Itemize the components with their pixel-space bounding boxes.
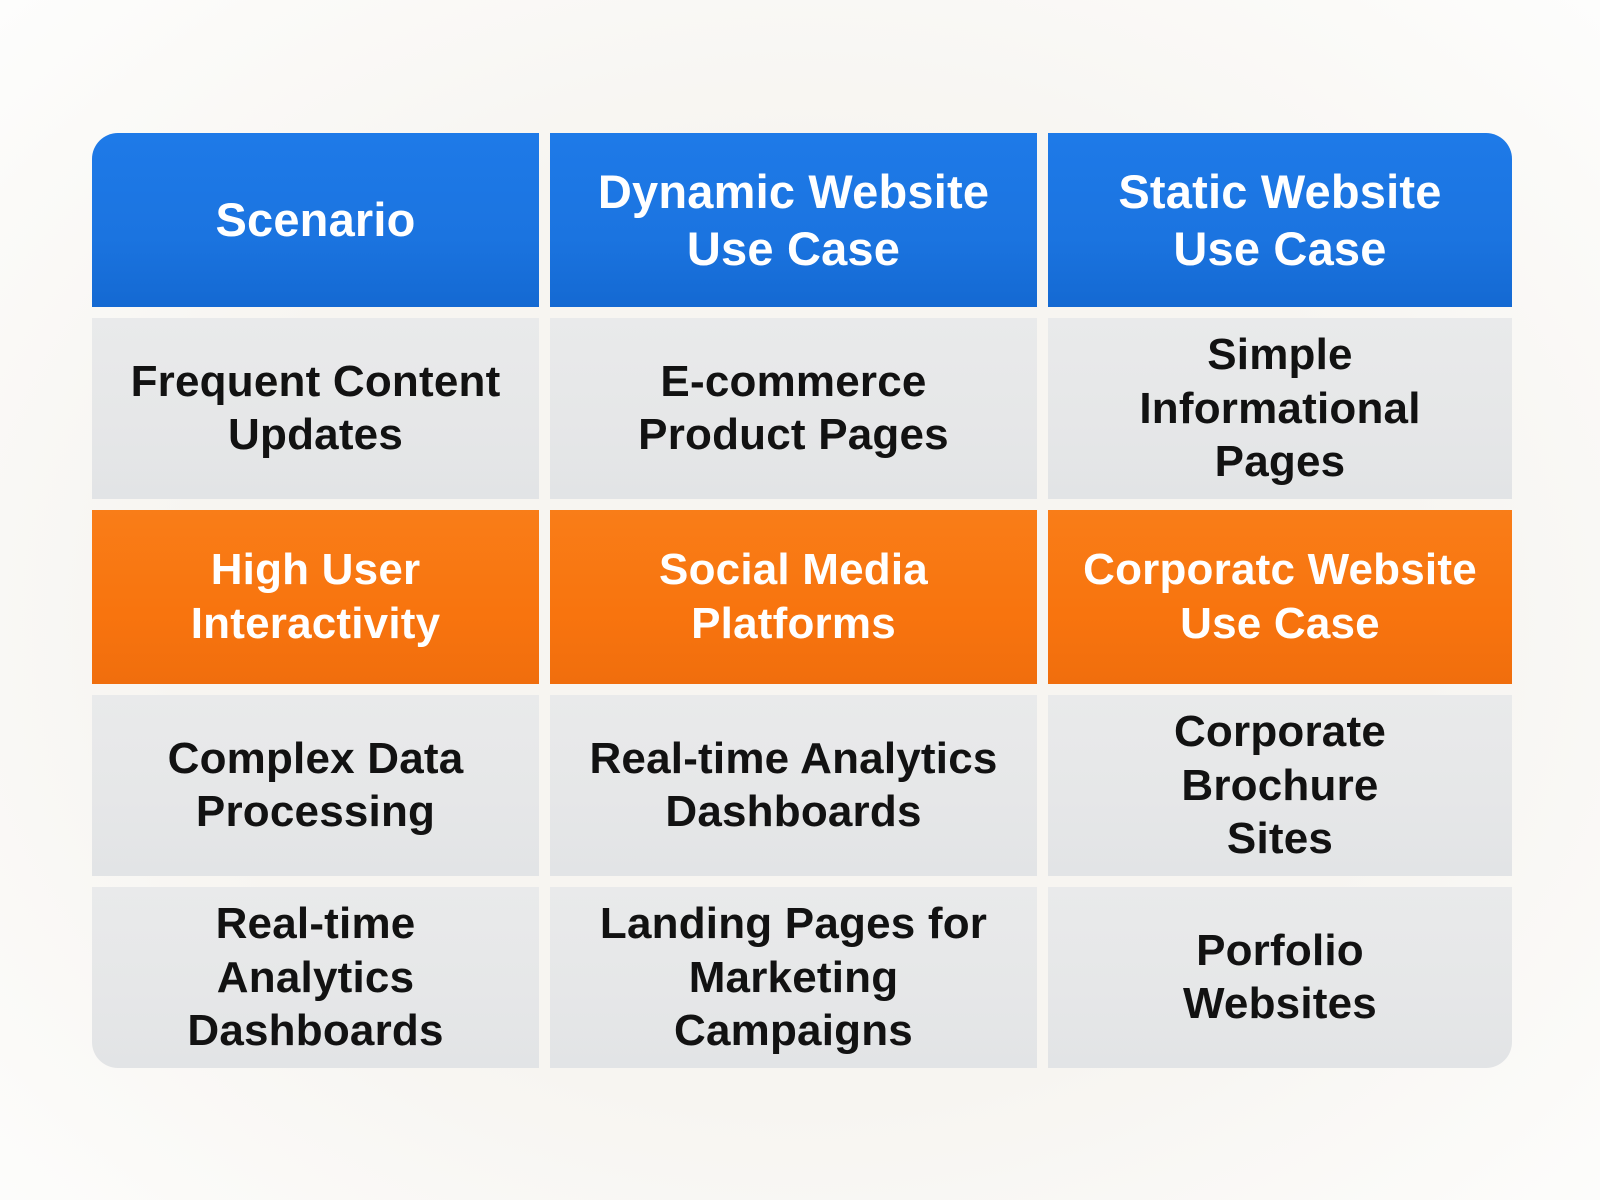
cell-complex-data-processing: Complex Data Processing — [92, 694, 540, 876]
cell-ecommerce-product-pages: E-commerce Product Pages — [550, 317, 1037, 499]
cell-portfolio-websites: Porfolio Websites — [1047, 886, 1512, 1068]
cell-social-media-platforms: Social Media Platforms — [550, 509, 1037, 684]
header-cell-dynamic-website-use-case: Dynamic Website Use Case — [550, 133, 1037, 307]
cell-corporate-website-use-case: Corporatc Website Use Case — [1047, 509, 1512, 684]
header-cell-scenario: Scenario — [92, 133, 540, 307]
cell-simple-informational-pages: Simple Informational Pages — [1047, 317, 1512, 499]
cell-realtime-analytics-dashboards-scenario: Real-time Analytics Dashboards — [92, 886, 540, 1068]
cell-landing-pages-marketing-campaigns: Landing Pages for Marketing Campaigns — [550, 886, 1037, 1068]
comparison-table: Scenario Dynamic Website Use Case Static… — [92, 133, 1512, 1068]
header-cell-static-website-use-case: Static Website Use Case — [1047, 133, 1512, 307]
cell-frequent-content-updates: Frequent Content Updates — [92, 317, 540, 499]
cell-realtime-analytics-dashboards-dynamic: Real-time Analytics Dashboards — [550, 694, 1037, 876]
cell-high-user-interactivity: High User Interactivity — [92, 509, 540, 684]
cell-corporate-brochure-sites: Corporate Brochure Sites — [1047, 694, 1512, 876]
